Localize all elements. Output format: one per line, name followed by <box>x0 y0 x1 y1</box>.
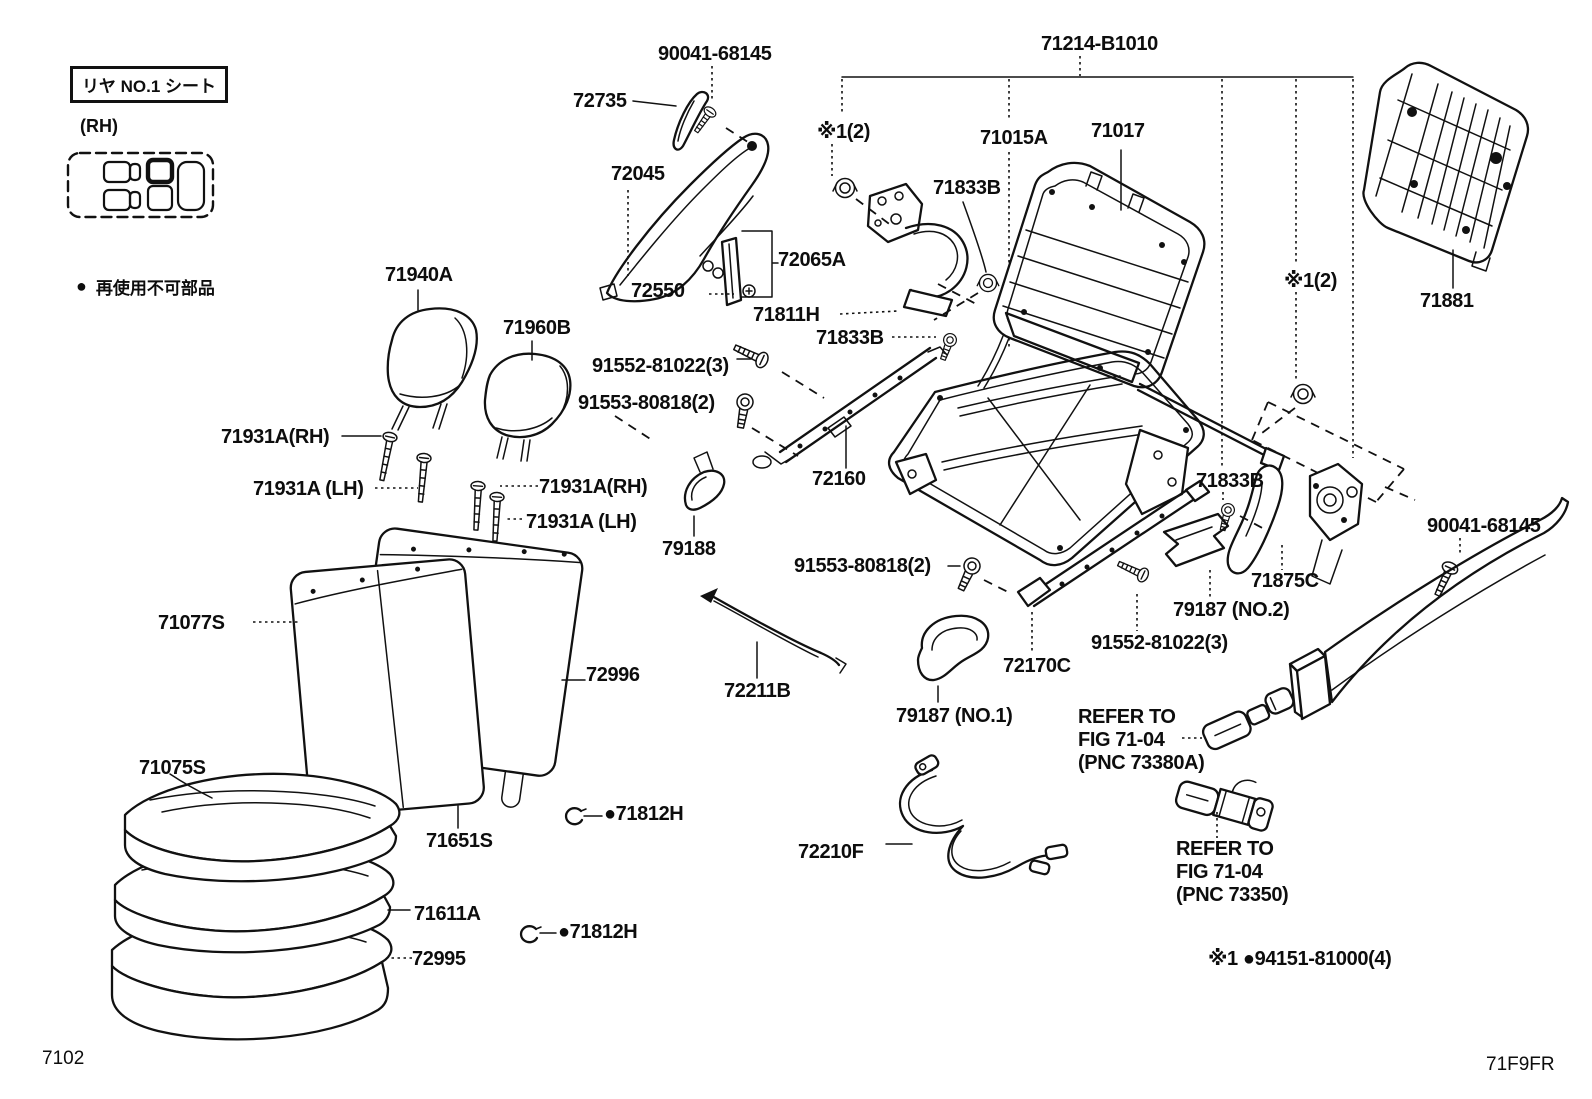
part-label-71960B: 71960B <box>503 317 571 339</box>
retainer-hook-icon <box>564 807 588 826</box>
part-label-71875C: 71875C <box>1251 570 1319 592</box>
dotted-leaders <box>253 66 1461 959</box>
construction-dashes <box>614 127 1296 595</box>
headrest-71960B-drawing <box>483 352 572 462</box>
retainer-hook-icon <box>519 925 543 944</box>
non-reusable-parts-legend: ● 再使用不可部品 <box>76 274 215 299</box>
part-label-72735: 72735 <box>573 90 627 112</box>
bracket-72550-72065A-drawing <box>702 230 779 307</box>
seatback-cover-71077S-drawing <box>289 558 485 818</box>
cushion-71075S-drawing <box>123 772 401 883</box>
belt-73350-drawing <box>1174 779 1274 832</box>
figure-number: 7102 <box>42 1048 85 1069</box>
part-label-71833B-mid: 71833B <box>816 327 884 349</box>
leader-lines <box>169 100 1454 934</box>
recliner-71811H-drawing <box>866 182 969 318</box>
bolt-icon <box>953 554 984 594</box>
back-board-71881-drawing <box>1362 61 1530 272</box>
part-label-71811H: 71811H <box>753 304 820 326</box>
slide-rail-72170C-drawing <box>1016 479 1211 608</box>
side-indicator: (RH) <box>80 116 118 136</box>
part-label-71017: 71017 <box>1091 120 1145 142</box>
part-label-79187-no2: 79187 (NO.2) <box>1173 599 1290 621</box>
side-shield-72047-drawing <box>1288 496 1570 721</box>
part-label-91553-top: 91553-80818(2) <box>578 392 715 414</box>
buckle-73380A-drawing <box>1201 687 1295 751</box>
part-label-71812H-2: ●71812H <box>558 921 638 943</box>
screw-icon <box>730 339 772 371</box>
part-label-72550: 72550 <box>631 280 685 302</box>
part-label-71812H-1: ●71812H <box>604 803 684 825</box>
cover-79187-no1-drawing <box>916 614 990 682</box>
part-label-note-94151: ※1 ●94151-81000(4) <box>1208 948 1392 970</box>
part-label-71931A-rh-2: 71931A(RH) <box>539 476 648 498</box>
part-label-90041-68145-right: 90041-68145 <box>1427 515 1541 537</box>
part-label-72996: 72996 <box>586 664 640 686</box>
seatback-frame-71017-drawing <box>977 161 1206 389</box>
cushion-frame-drawing <box>887 350 1205 567</box>
part-label-71881: 71881 <box>1420 290 1474 312</box>
part-label-71940A: 71940A <box>385 264 453 286</box>
screw-icon <box>1114 556 1152 585</box>
part-label-71077S: 71077S <box>158 612 225 634</box>
part-label-72211B: 72211B <box>724 680 791 702</box>
belt-guide-71875C-drawing <box>1226 462 1416 585</box>
part-label-72045: 72045 <box>611 163 665 185</box>
cover-79187-no2-drawing <box>1162 512 1230 568</box>
page-title-box: リヤ NO.1 シート <box>70 66 228 103</box>
part-label-71931A-lh-2: 71931A (LH) <box>526 511 637 533</box>
part-label-90041-68145-top: 90041-68145 <box>658 43 772 65</box>
part-label-72995: 72995 <box>412 948 466 970</box>
nut-icon <box>976 273 1000 293</box>
rod-72211B-drawing <box>700 588 847 674</box>
slide-rail-72160-drawing <box>752 346 948 469</box>
part-label-note-1-right: ※1(2) <box>1284 270 1338 292</box>
nut-icon <box>1290 383 1316 405</box>
cable-72210F-drawing <box>898 754 1069 879</box>
part-label-71015A: 71015A <box>980 127 1048 149</box>
headrest-bolt-icon <box>486 491 506 543</box>
nut-icon <box>832 177 858 199</box>
part-label-72170C: 72170C <box>1003 655 1071 677</box>
side-frame-72045-drawing <box>599 132 770 303</box>
part-label-note-1-left: ※1(2) <box>817 121 871 143</box>
strap-72735-drawing <box>672 90 710 151</box>
legend-bullet-icon: ● <box>76 276 87 296</box>
part-label-91552-top: 91552-81022(3) <box>592 355 729 377</box>
part-label-refer-2: REFER TO FIG 71-04 (PNC 73350) <box>1176 838 1289 906</box>
headrest-bolt-icon <box>467 480 487 532</box>
part-label-72160: 72160 <box>812 468 866 490</box>
clip-79188-drawing <box>683 451 726 511</box>
bolt-icon <box>731 391 756 430</box>
headrest-bolt-icon <box>373 430 399 483</box>
headrest-bolt-icon <box>411 452 433 504</box>
legend-text: 再使用不可部品 <box>95 279 215 298</box>
part-label-71833B-right: 71833B <box>1196 470 1264 492</box>
part-label-refer-1: REFER TO FIG 71-04 (PNC 73380A) <box>1078 706 1205 774</box>
part-label-71833B-top: 71833B <box>933 177 1001 199</box>
part-label-79187-no1: 79187 (NO.1) <box>896 705 1013 727</box>
part-label-91553-lower: 91553-80818(2) <box>794 555 931 577</box>
page-title: リヤ NO.1 シート <box>81 77 217 96</box>
part-label-91552-lower: 91552-81022(3) <box>1091 632 1228 654</box>
part-label-71611A: 71611A <box>414 903 481 925</box>
part-label-71214-B1010: 71214-B1010 <box>1041 33 1158 55</box>
part-label-79188: 79188 <box>662 538 716 560</box>
part-label-71931A-rh-1: 71931A(RH) <box>221 426 330 448</box>
part-label-72210F: 72210F <box>798 841 864 863</box>
part-label-71931A-lh-1: 71931A (LH) <box>253 478 364 500</box>
figure-code: 71F9FR <box>1486 1054 1555 1075</box>
part-label-72065A: 72065A <box>778 249 846 271</box>
part-label-71075S: 71075S <box>139 757 206 779</box>
part-label-71651S: 71651S <box>426 830 493 852</box>
torsion-rod-drawing <box>1136 382 1405 503</box>
headrest-71940A-drawing <box>386 307 478 431</box>
seat-layout-diagram <box>66 151 215 219</box>
